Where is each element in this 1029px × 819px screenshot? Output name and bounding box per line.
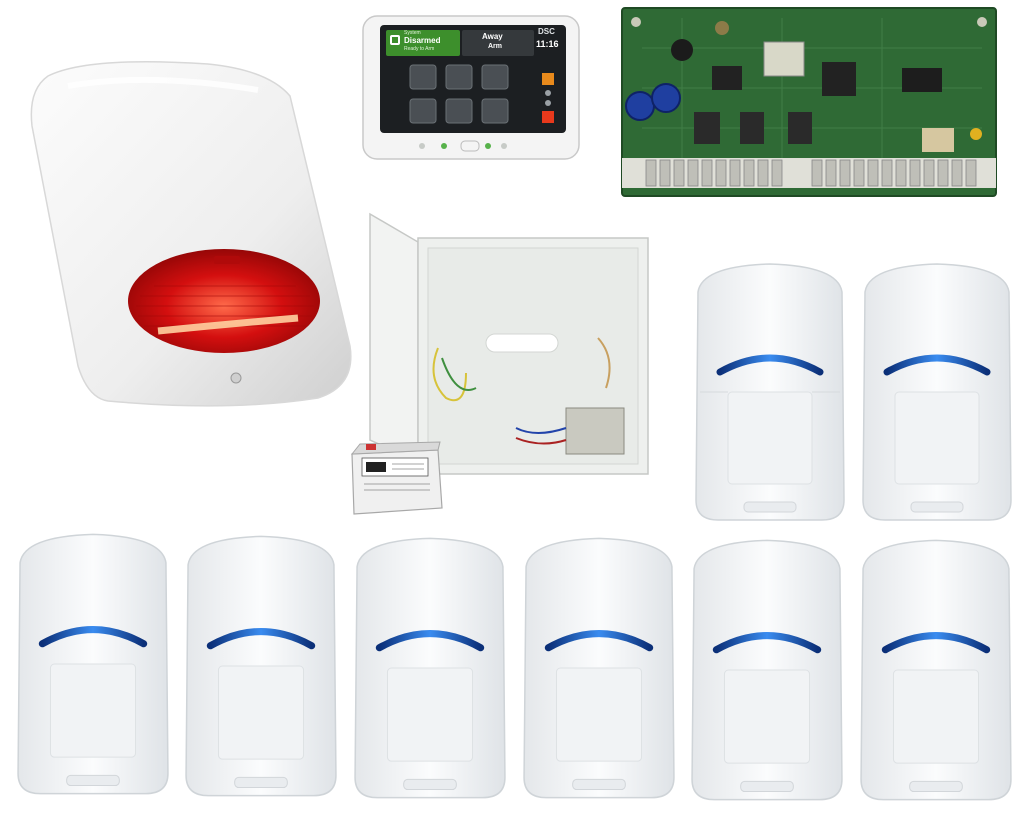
- detector-lens: [206, 628, 316, 650]
- touchscreen-keypad: DSC 11:16 System Disarmed Ready to Arm A…: [362, 15, 580, 160]
- transformer: [565, 407, 625, 455]
- motion-detector: [688, 538, 846, 802]
- detector-lens: [38, 626, 148, 648]
- status-bar: [386, 30, 460, 56]
- lock-icon: [390, 35, 400, 45]
- motion-detector: [692, 262, 848, 522]
- enclosure-icon: [369, 212, 649, 475]
- battery-icon: [350, 441, 443, 515]
- detector-lens: [544, 630, 654, 652]
- detector-lens: [712, 632, 822, 654]
- backup-battery: [346, 440, 444, 518]
- metal-enclosure: [366, 208, 650, 475]
- detector-lens: [716, 354, 824, 376]
- motion-detector: [14, 532, 172, 796]
- siren-icon: [30, 60, 352, 407]
- pir-sensor-icon: [862, 263, 1012, 521]
- outdoor-siren: [28, 56, 356, 412]
- keypad-status-sub: Ready to Arm: [404, 46, 435, 52]
- keypad-mode: Away: [482, 32, 503, 41]
- keypad-brand: DSC: [538, 27, 555, 36]
- keypad-status-line: System: [404, 30, 421, 36]
- pir-sensor-icon: [17, 533, 169, 795]
- detector-lens: [883, 354, 991, 376]
- pir-sensor-icon: [695, 263, 845, 521]
- pir-sensor-icon: [185, 535, 337, 797]
- enclosure-door: [369, 212, 419, 464]
- detector-lens: [375, 630, 485, 652]
- pir-sensor-icon: [523, 537, 675, 799]
- control-panel-board: [621, 7, 997, 197]
- detector-lens: [881, 632, 991, 654]
- motion-detector: [859, 262, 1015, 522]
- motion-detector: [857, 538, 1015, 802]
- motion-detector: [351, 536, 509, 800]
- pir-sensor-icon: [691, 539, 843, 801]
- siren-lens: [128, 249, 320, 353]
- pir-sensor-icon: [354, 537, 506, 799]
- keypad-mode-sub: Arm: [488, 43, 503, 50]
- pcb-icon: [621, 7, 997, 197]
- keypad-time: 11:16: [536, 39, 559, 49]
- motion-detector: [520, 536, 678, 800]
- keypad-status: Disarmed: [404, 36, 441, 45]
- pir-sensor-icon: [860, 539, 1012, 801]
- motion-detector: [182, 534, 340, 798]
